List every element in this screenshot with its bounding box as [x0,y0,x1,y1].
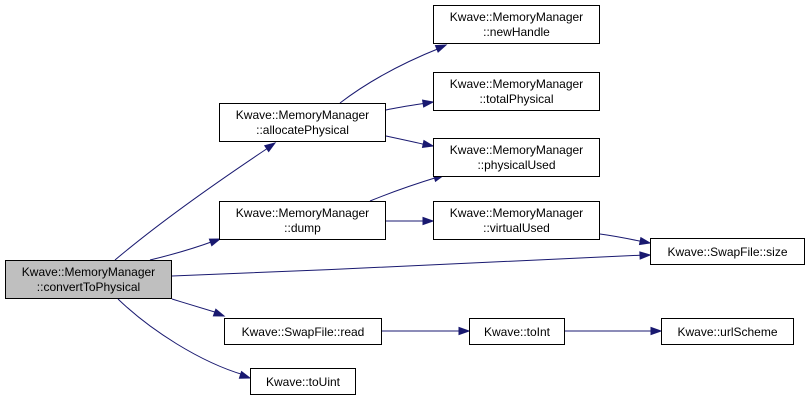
call-nodes: Kwave::MemoryManager ::convertToPhysical… [5,5,805,395]
edge-arrowhead [638,236,652,246]
node-allocate-physical[interactable]: Kwave::MemoryManager ::allocatePhysical [219,103,386,142]
node-to-uint[interactable]: Kwave::toUint [250,368,356,395]
node-dump-line2: ::dump [284,221,321,235]
edge-arrowhead [208,238,222,247]
node-swapfile-read[interactable]: Kwave::SwapFile::read [224,318,382,345]
edge-arrowhead [434,44,448,53]
edge-line [171,254,646,277]
node-new-handle[interactable]: Kwave::MemoryManager ::newHandle [433,5,600,44]
edge-arrowhead [639,251,652,260]
edge-virtualUsed-to-swapFileSize [599,233,652,246]
node-allocate-physical-line2: ::allocatePhysical [256,123,349,137]
node-total-physical-line2: ::totalPhysical [479,92,553,106]
edge-arrowhead [458,326,471,336]
edge-arrowhead [421,139,435,148]
edge-arrowhead [263,142,277,153]
node-swapfile-size-label: Kwave::SwapFile::size [667,245,787,259]
node-convert-to-physical[interactable]: Kwave::MemoryManager ::convertToPhysical [5,260,172,299]
node-to-uint-label: Kwave::toUint [266,375,341,389]
edge-line [117,298,245,376]
node-url-scheme[interactable]: Kwave::urlScheme [661,318,794,345]
edge-swapFileRead-to-toInt [382,326,471,336]
edge-convertToPhysical-to-swapFileSize [171,251,652,277]
node-virtual-used[interactable]: Kwave::MemoryManager ::virtualUsed [433,201,600,240]
edge-arrowhead [212,308,226,317]
edge-dump-to-virtualUsed [386,216,435,226]
edge-convertToPhysical-to-toUint [117,298,252,379]
edge-line [114,147,269,261]
node-allocate-physical-line1: Kwave::MemoryManager [236,108,369,122]
node-convert-to-physical-line1: Kwave::MemoryManager [22,265,155,279]
node-virtual-used-line2: ::virtualUsed [483,221,550,235]
edge-arrowhead [238,370,252,379]
edge-arrowhead [422,216,435,226]
edge-convertToPhysical-to-swapFileRead [171,298,226,317]
node-total-physical-line1: Kwave::MemoryManager [450,77,583,91]
node-convert-to-physical-line2: ::convertToPhysical [37,280,140,294]
edge-allocatePhysical-to-newHandle [339,44,448,104]
node-new-handle-line1: Kwave::MemoryManager [450,10,583,24]
edge-allocatePhysical-to-totalPhysical [385,99,435,111]
edge-convertToPhysical-to-dump [149,238,222,261]
node-virtual-used-line1: Kwave::MemoryManager [450,206,583,220]
node-total-physical[interactable]: Kwave::MemoryManager ::totalPhysical [433,72,600,111]
node-to-int-label: Kwave::toInt [484,325,551,339]
call-edges [114,44,663,379]
edge-allocatePhysical-to-physicalUsed [385,135,435,148]
edge-toInt-to-urlScheme [565,326,663,336]
node-physical-used-line1: Kwave::MemoryManager [450,143,583,157]
edge-convertToPhysical-to-allocatePhysical [114,142,277,261]
edge-line [339,47,441,104]
node-swapfile-size[interactable]: Kwave::SwapFile::size [650,238,805,265]
edge-line [385,102,428,111]
node-physical-used-line2: ::physicalUsed [477,158,555,172]
node-dump[interactable]: Kwave::MemoryManager ::dump [219,201,386,240]
node-url-scheme-label: Kwave::urlScheme [677,325,777,339]
edge-arrowhead [650,326,663,336]
edge-arrowhead [421,99,435,108]
edge-line [171,298,219,314]
node-to-int[interactable]: Kwave::toInt [469,318,565,345]
edge-line [149,240,215,261]
node-physical-used[interactable]: Kwave::MemoryManager ::physicalUsed [433,138,600,177]
edge-dump-to-physicalUsed [369,174,446,202]
edge-line [385,135,428,146]
edge-line [369,176,439,202]
node-dump-line1: Kwave::MemoryManager [236,206,369,220]
node-new-handle-line2: ::newHandle [483,25,550,39]
edge-line [599,233,645,243]
node-swapfile-read-label: Kwave::SwapFile::read [242,325,365,339]
